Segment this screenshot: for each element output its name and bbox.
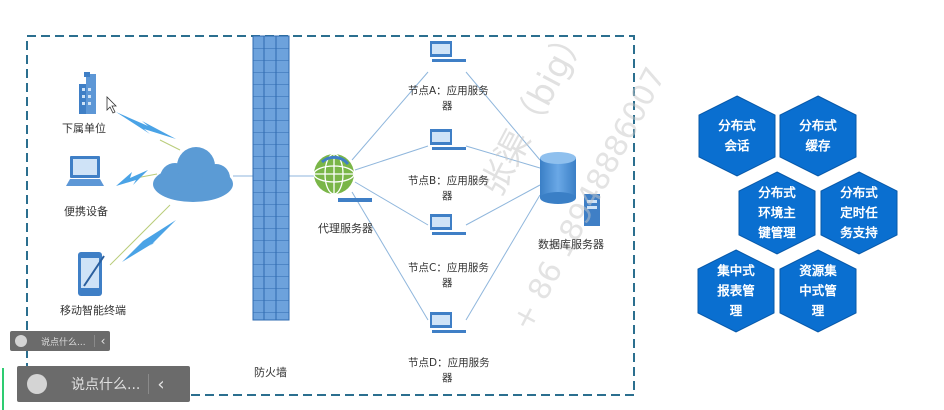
client-label-mobile: 移动智能终端 — [60, 304, 126, 317]
proxy-label: 代理服务器 — [318, 222, 373, 235]
chat-placeholder-small: 说点什么... — [41, 337, 86, 348]
hex-label-report: 集中式 报表管 理 — [717, 263, 755, 318]
hex-label-cache: 分布式 缓存 — [799, 118, 837, 153]
lightning-icon — [116, 170, 148, 186]
hex-distributed-key — [738, 171, 816, 255]
hex-label-cron: 分布式 定时任 务支持 — [840, 185, 878, 240]
lightning-icon — [116, 112, 176, 139]
mobile-phone-icon — [78, 252, 105, 296]
firewall-icon — [252, 35, 290, 321]
chat-input-large[interactable]: 说点什么... ‹ — [17, 366, 190, 402]
database-icon — [540, 152, 600, 226]
collapse-icon[interactable]: ‹ — [157, 373, 165, 395]
firewall-label: 防火墙 — [254, 366, 287, 379]
hex-central-resource — [779, 249, 857, 333]
internet-cloud-icon — [153, 147, 233, 202]
server-icon — [430, 312, 466, 333]
emoji-icon[interactable] — [27, 374, 47, 394]
node-b-label: 节点B：应用服务器 — [408, 175, 489, 202]
feature-hexagons — [697, 95, 898, 333]
emoji-icon[interactable] — [15, 335, 27, 347]
server-icon — [430, 214, 466, 235]
hex-label-key: 分布式 环境主 键管理 — [758, 185, 796, 240]
chat-placeholder-large: 说点什么... — [71, 377, 141, 393]
left-edge-marker — [2, 368, 4, 410]
connection-lines — [109, 71, 541, 321]
hex-distributed-cache — [779, 95, 857, 177]
office-building-icon — [79, 72, 96, 114]
client-label-branch: 下属单位 — [62, 122, 106, 135]
chat-input-small[interactable]: 说点什么... ‹ — [10, 331, 110, 351]
hex-central-report — [697, 249, 775, 333]
laptop-icon — [66, 156, 104, 186]
hex-distributed-cron — [820, 171, 898, 255]
server-icon — [430, 41, 466, 62]
hex-label-resource: 资源集 中式管 理 — [799, 263, 837, 318]
globe-server-icon — [313, 153, 372, 202]
server-icon — [430, 129, 466, 150]
node-a-label: 节点A：应用服务器 — [408, 85, 489, 112]
collapse-icon[interactable]: ‹ — [100, 334, 106, 348]
dashed-boundary — [26, 35, 635, 396]
database-label: 数据库服务器 — [538, 238, 604, 251]
client-label-laptop: 便携设备 — [64, 205, 108, 218]
cursor-icon — [106, 96, 117, 114]
hex-label-session: 分布式 会话 — [718, 118, 756, 153]
hex-distributed-session — [698, 95, 776, 177]
lightning-icon — [122, 220, 176, 262]
node-c-label: 节点C：应用服务器 — [408, 262, 489, 289]
node-d-label: 节点D：应用服务器 — [408, 357, 490, 384]
